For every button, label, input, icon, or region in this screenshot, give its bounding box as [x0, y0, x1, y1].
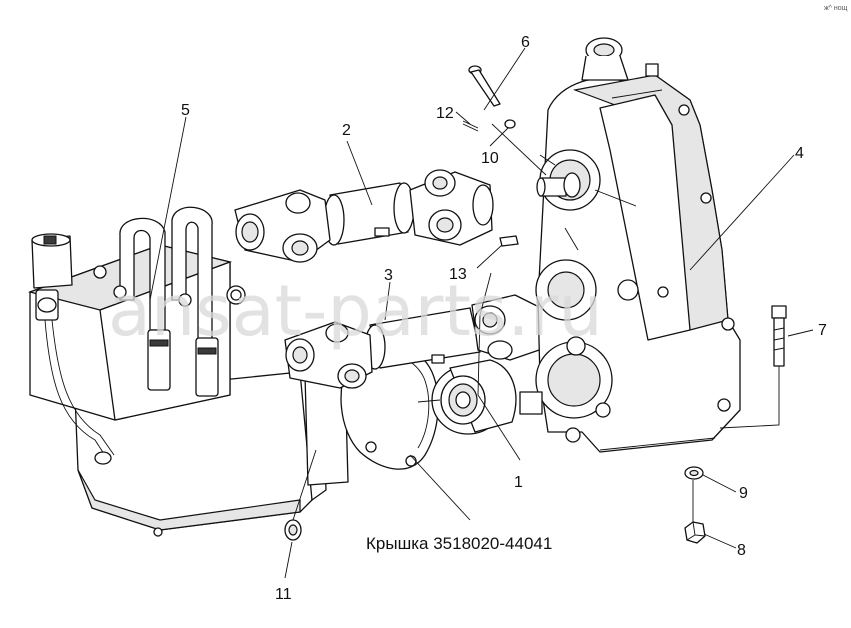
cardan-shaft-upper [234, 169, 494, 263]
callout-3: 3 [384, 267, 393, 284]
seal-housing-part [417, 359, 517, 435]
callout-4: 4 [795, 145, 804, 162]
watermark-text: ansat-parts.ru [108, 270, 603, 352]
leader-lines [149, 47, 814, 579]
callout-2: 2 [342, 122, 351, 139]
cardan-shaft-lower [284, 294, 546, 389]
callout-9: 9 [739, 485, 748, 502]
nut-8 [684, 521, 706, 544]
pump-tank-assembly [27, 206, 349, 537]
callout-11: 11 [275, 586, 292, 603]
corner-mark: ж^ нощ [824, 5, 848, 12]
key-13 [499, 235, 519, 247]
gearbox-housing [519, 37, 741, 453]
callout-6: 6 [521, 34, 530, 51]
callout-5: 5 [181, 102, 190, 119]
callout-labels: 1 2 3 4 5 6 7 8 9 10 11 12 13 Крышка 351… [181, 34, 827, 603]
callout-7: 7 [818, 322, 827, 339]
pin-6 [468, 65, 501, 107]
bolt-7 [771, 305, 787, 367]
callout-12: 12 [436, 105, 454, 122]
washer-9 [684, 466, 704, 480]
callout-10: 10 [481, 150, 499, 167]
cover-caption: Крышка 3518020-44041 [366, 534, 552, 553]
washer-10 [504, 119, 516, 129]
washer-11 [284, 519, 302, 541]
callout-13: 13 [449, 266, 467, 283]
callout-8: 8 [737, 542, 746, 559]
cotter-pin-12 [462, 120, 479, 132]
callout-1: 1 [514, 474, 523, 491]
